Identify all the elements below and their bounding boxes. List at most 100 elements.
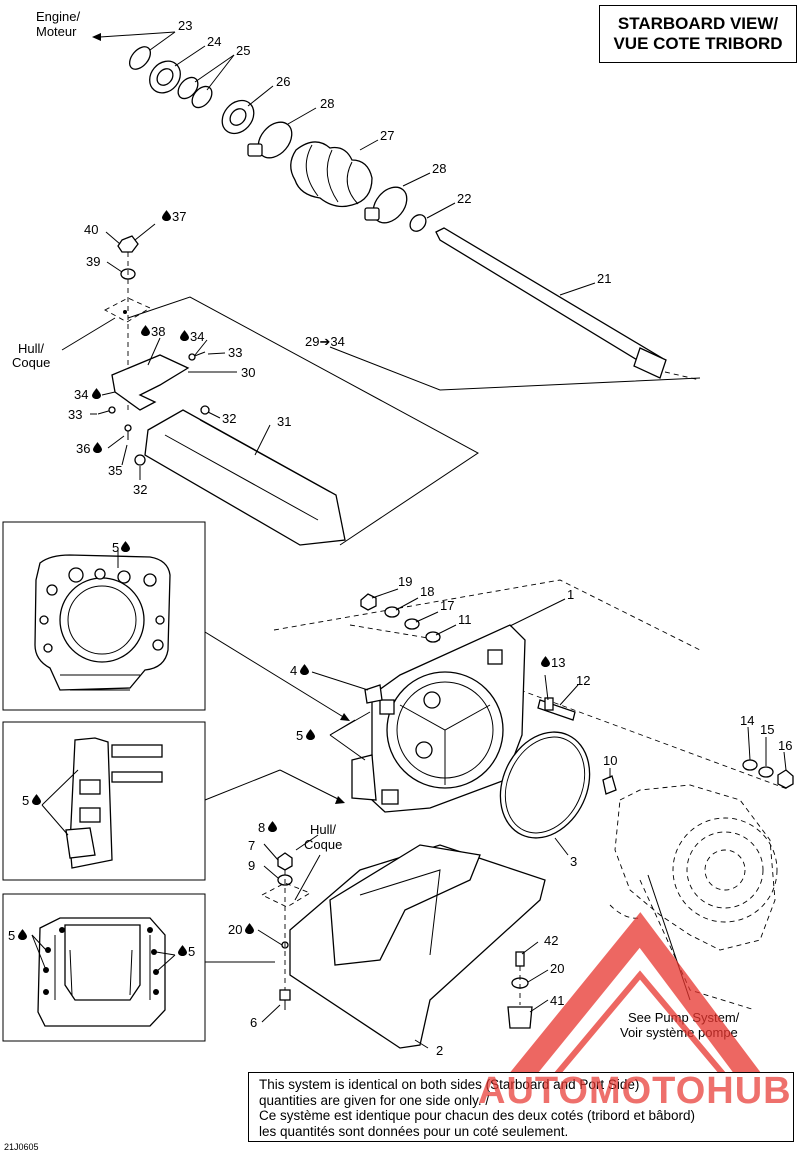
part-20-label-a: 20 [228, 922, 242, 937]
nut-40 [117, 235, 139, 253]
seal-carrier-24 [149, 60, 181, 94]
part-6-label: 6 [250, 1015, 257, 1030]
part-38-label: 38 [151, 324, 165, 339]
part-20-label-b: 20 [550, 961, 564, 976]
hull-label-a: Hull/ [18, 341, 44, 356]
seal-26 [221, 99, 255, 135]
inset-arrows [204, 631, 350, 963]
fasteners-6-9 [260, 852, 312, 1010]
part-15-label: 15 [760, 722, 774, 737]
stud-12 [537, 697, 576, 721]
inset-housing-seal [2, 521, 206, 711]
part-9-label: 9 [248, 858, 255, 873]
part-28-label-b: 28 [432, 161, 446, 176]
pump-outline [609, 784, 778, 1011]
wear-ring-3 [499, 731, 591, 839]
clamp-28-lower [364, 186, 408, 224]
engine-label-fr: Moteur [36, 24, 77, 39]
bolt-42-41 [507, 951, 533, 1029]
support-group-outline [127, 296, 701, 546]
inset-bottom-seal [2, 893, 206, 1042]
part-13-label: 13 [551, 655, 565, 670]
part-17-label: 17 [440, 598, 454, 613]
hull-label-b-fr: Coque [304, 837, 342, 852]
hull-mount-dash [104, 297, 151, 323]
part-32-label-a: 32 [222, 411, 236, 426]
part-21-label: 21 [597, 271, 611, 286]
part-39-label: 39 [86, 254, 100, 269]
part-12-label: 12 [576, 673, 590, 688]
part-30-label: 30 [241, 365, 255, 380]
part-33-label-b: 33 [68, 407, 82, 422]
drive-shaft-21 [435, 227, 701, 381]
part-23-label: 23 [178, 18, 192, 33]
screw-33-lower [97, 406, 116, 415]
part-19-label: 19 [398, 574, 412, 589]
inset-side-seal [2, 721, 206, 881]
leaders-lower [257, 588, 787, 1049]
figure-ref: 21J0605 [4, 1142, 39, 1152]
note-line-2: quantities are given for one side only. … [259, 1092, 490, 1108]
intake-2 [289, 844, 546, 1049]
part-16-label: 16 [778, 738, 792, 753]
part-1-label: 1 [567, 587, 574, 602]
housing-1 [351, 624, 526, 813]
bracket-30 [111, 354, 190, 411]
part-24-label: 24 [207, 34, 221, 49]
washers-11-19 [360, 593, 441, 643]
part-4-label: 4 [290, 663, 297, 678]
range-label: 29➔34 [305, 334, 345, 349]
part-41-label: 41 [550, 993, 564, 1008]
seal-ring-23 [128, 46, 152, 70]
part-5-label-a: 5 [112, 540, 119, 555]
part-5-label-e: 5 [296, 728, 303, 743]
engine-label: Engine/ [36, 9, 80, 24]
part-2-label: 2 [436, 1043, 443, 1058]
part-26-label: 26 [276, 74, 290, 89]
note-line-1: This system is identical on both sides (… [259, 1077, 640, 1092]
part-35-label: 35 [108, 463, 122, 478]
slider-31 [144, 409, 346, 546]
part-31-label: 31 [277, 414, 291, 429]
part-33-label-a: 33 [228, 345, 242, 360]
part-11-label: 11 [458, 612, 472, 627]
part-40-label: 40 [84, 222, 98, 237]
part-34-label-a: 34 [190, 329, 204, 344]
note-line-3: Ce système est identique pour chacun des… [259, 1108, 695, 1123]
nozzle-housing-dash [273, 579, 791, 791]
bushing-22 [409, 214, 427, 232]
part-18-label: 18 [420, 584, 434, 599]
engine-arrow [92, 31, 176, 41]
view-title-fr: VUE COTE TRIBORD [613, 34, 783, 53]
screw-33-upper [188, 351, 206, 361]
part-27-label: 27 [380, 128, 394, 143]
part-36-label: 36 [76, 441, 90, 456]
clamp-28-upper [247, 121, 293, 159]
view-title-box: STARBOARD VIEW/ VUE COTE TRIBORD [599, 5, 797, 63]
part-14-label: 14 [740, 713, 754, 728]
leaders-support [90, 223, 271, 480]
part-25-label: 25 [236, 43, 250, 58]
note-box: This system is identical on both sides (… [248, 1072, 794, 1142]
part-5-label-c: 5 [8, 928, 15, 943]
clip-10 [602, 775, 617, 795]
hull-label-a-fr: Coque [12, 355, 50, 370]
part-28-label-a: 28 [320, 96, 334, 111]
part-22-label: 22 [457, 191, 471, 206]
leaders-upper [149, 31, 596, 296]
nut-32 [134, 405, 210, 466]
o-rings-25 [177, 76, 213, 109]
view-title: STARBOARD VIEW/ [617, 14, 779, 33]
part-7-label: 7 [248, 838, 255, 853]
part-42-label: 42 [544, 933, 558, 948]
part-8-label: 8 [258, 820, 265, 835]
boot-27 [290, 141, 373, 208]
part-3-label: 3 [570, 854, 577, 869]
part-5-label-b: 5 [22, 793, 29, 808]
washers-14-16 [742, 759, 794, 789]
screw-35 [124, 424, 132, 440]
note-line-4: les quantités sont données pour un coté … [259, 1123, 569, 1139]
part-37-label: 37 [172, 209, 186, 224]
part-32-label-b: 32 [133, 482, 147, 497]
